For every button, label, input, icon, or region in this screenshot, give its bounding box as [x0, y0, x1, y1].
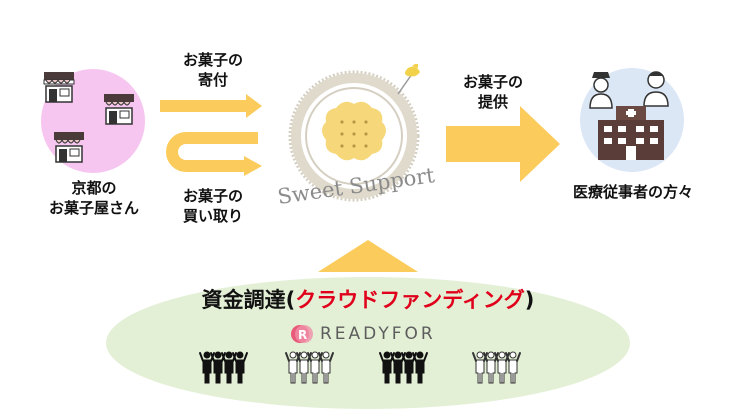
sweet-support-logo [288, 64, 420, 202]
donation-label: お菓子の 寄付 [182, 51, 243, 89]
shops-group [41, 69, 145, 173]
cookie-icon [322, 101, 386, 161]
readyfor-logo-icon: R [291, 325, 313, 343]
medical-group [580, 68, 684, 172]
storefront-icon [54, 132, 84, 163]
people-group-icon [199, 351, 248, 384]
funding-highlight: クラウドファンディング [295, 288, 525, 312]
svg-text:R: R [298, 328, 307, 342]
logo-arrow-line [397, 73, 413, 95]
storefront-icon [43, 72, 75, 103]
donation-arrow [160, 94, 262, 118]
funding-prefix: 資金調達( [201, 288, 296, 312]
bird-icon [405, 64, 420, 77]
people-group-icon [379, 351, 428, 384]
funding-up-arrow [318, 240, 418, 272]
provide-arrow [446, 106, 560, 182]
funding-suffix: ) [524, 288, 535, 312]
purchase-label: お菓子の 買い取り [182, 187, 243, 225]
funding-ellipse [106, 277, 630, 409]
readyfor-wordmark: READYFOR [320, 324, 436, 344]
purchase-arrow [166, 132, 262, 176]
funding-title: 資金調達(クラウドファンディング) [168, 286, 568, 314]
storefront-icon [104, 94, 134, 125]
people-group-icon [285, 351, 334, 384]
doctor-icon [643, 71, 669, 107]
shops-label: 京都の お菓子屋さん [48, 179, 139, 217]
people-group-icon [472, 351, 521, 384]
medical-label: 医療従事者の方々 [572, 183, 693, 201]
nurse-icon [589, 72, 613, 109]
hospital-icon [598, 106, 664, 160]
provide-label: お菓子の 提供 [462, 73, 523, 111]
